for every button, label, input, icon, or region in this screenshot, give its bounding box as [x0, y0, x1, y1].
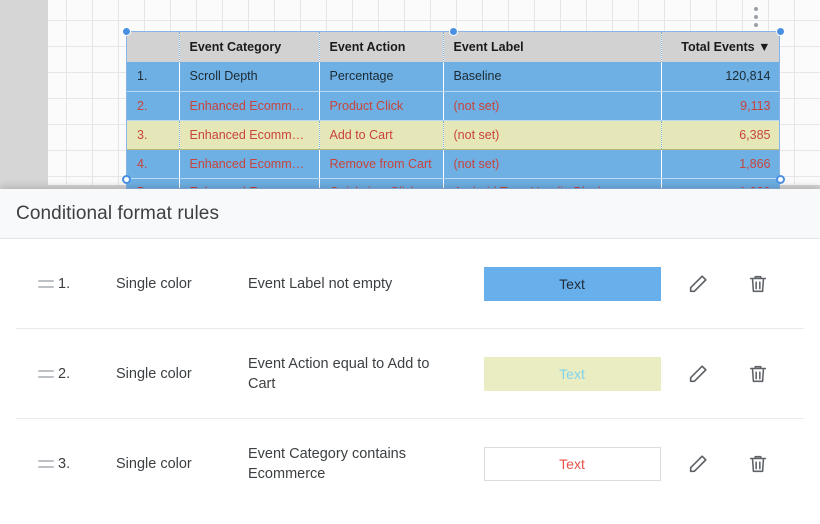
- table-header: Event Category Event Action Event Label …: [127, 32, 779, 62]
- column-header-event-label[interactable]: Event Label: [443, 32, 662, 62]
- pencil-icon[interactable]: [684, 450, 712, 478]
- column-header-event-action[interactable]: Event Action: [319, 32, 444, 62]
- rule-row[interactable]: 1. Single color Event Label not empty Te…: [16, 239, 804, 329]
- report-canvas: Event Category Event Action Event Label …: [0, 0, 820, 195]
- dialog-header: Conditional format rules: [0, 189, 820, 239]
- dot: [754, 23, 758, 27]
- cell-index: 2.: [127, 91, 179, 121]
- table-row[interactable]: 3. Enhanced Ecommerce Add to Cart (not s…: [127, 119, 779, 150]
- color-preview-swatch: Text: [483, 356, 661, 391]
- table-body: 1. Scroll Depth Percentage Baseline 120,…: [127, 62, 779, 188]
- drag-handle-icon[interactable]: [22, 279, 58, 288]
- rule-condition: Event Action equal to Add to Cart: [248, 355, 430, 392]
- cell-index: 5.: [127, 178, 179, 188]
- cell-event-category: Enhanced Ecommerce: [179, 91, 319, 121]
- resize-handle-top-left[interactable]: [122, 27, 131, 36]
- cell-total-events: 6,385: [661, 119, 779, 150]
- rule-type: Single color: [116, 456, 192, 472]
- drag-line: [38, 369, 54, 372]
- rule-preview: Text: [472, 266, 672, 301]
- rule-index: 2.: [58, 365, 71, 382]
- cell-event-action: Percentage: [319, 62, 443, 92]
- rule-condition: Event Label not empty: [248, 275, 393, 292]
- report-table: Event Category Event Action Event Label …: [127, 32, 779, 188]
- rules-list: 1. Single color Event Label not empty Te…: [0, 239, 820, 509]
- resize-handle-bottom-right[interactable]: [776, 175, 785, 184]
- cell-event-category: Enhanced Ecommerce: [179, 178, 319, 188]
- drag-line: [38, 466, 54, 468]
- cell-total-events: 120,814: [661, 62, 779, 92]
- cell-event-label: (not set): [443, 91, 661, 121]
- drag-line: [38, 285, 54, 288]
- color-preview-swatch: Text: [483, 447, 661, 481]
- cell-event-action: Add to Cart: [319, 119, 444, 150]
- resize-handle-top-center[interactable]: [449, 27, 458, 36]
- cell-event-label: (not set): [443, 149, 661, 179]
- rule-type: Single color: [116, 365, 192, 382]
- rule-actions: [672, 270, 798, 298]
- column-header-total-events[interactable]: Total Events ▼: [661, 32, 779, 62]
- table-row[interactable]: 2. Enhanced Ecommerce Product Click (not…: [127, 91, 779, 121]
- left-rail: [0, 0, 48, 195]
- table-row[interactable]: 4. Enhanced Ecommerce Remove from Cart (…: [127, 149, 779, 179]
- color-preview-swatch: Text: [483, 266, 661, 301]
- cell-event-category: Scroll Depth: [179, 62, 319, 92]
- trash-icon[interactable]: [744, 450, 772, 478]
- rule-index: 3.: [58, 456, 71, 472]
- cell-event-category: Enhanced Ecommerce: [179, 149, 319, 179]
- more-vertical-icon[interactable]: [749, 5, 763, 29]
- table-row[interactable]: 5. Enhanced Ecommerce Quickview Click An…: [127, 178, 779, 188]
- cell-total-events: 1,866: [661, 149, 779, 179]
- cell-index: 4.: [127, 149, 179, 179]
- rule-actions: [672, 450, 798, 478]
- trash-icon[interactable]: [744, 360, 772, 388]
- drag-line: [38, 375, 54, 378]
- rule-preview: Text: [472, 447, 672, 481]
- column-header-index[interactable]: [127, 32, 180, 62]
- cell-total-events: 9,113: [661, 91, 779, 121]
- drag-line: [38, 279, 54, 282]
- column-header-event-category[interactable]: Event Category: [179, 32, 320, 62]
- drag-line: [38, 460, 54, 462]
- cell-event-category: Enhanced Ecommerce: [179, 119, 320, 150]
- drag-handle-icon[interactable]: [22, 369, 58, 378]
- cell-event-label: Android Tape Hoodie Black: [443, 178, 661, 188]
- rule-preview: Text: [472, 356, 672, 391]
- cell-total-events: 1,220: [661, 178, 779, 188]
- resize-handle-top-right[interactable]: [776, 27, 785, 36]
- trash-icon[interactable]: [744, 270, 772, 298]
- dot: [754, 15, 758, 19]
- dot: [754, 7, 758, 11]
- rule-type: Single color: [116, 275, 192, 292]
- cell-event-action: Product Click: [319, 91, 443, 121]
- resize-handle-bottom-left[interactable]: [122, 175, 131, 184]
- cell-index: 1.: [127, 62, 179, 92]
- conditional-format-rules-dialog: Conditional format rules 1. Single color…: [0, 189, 820, 524]
- cell-event-action: Quickview Click: [319, 178, 443, 188]
- sort-descending-icon[interactable]: ▼: [758, 40, 771, 54]
- cell-event-label: (not set): [443, 119, 662, 150]
- table-header-row: Event Category Event Action Event Label …: [127, 32, 779, 62]
- dialog-title: Conditional format rules: [16, 202, 220, 224]
- cell-event-action: Remove from Cart: [319, 149, 443, 179]
- cell-event-label: Baseline: [443, 62, 661, 92]
- column-header-total-events-label: Total Events: [681, 40, 755, 54]
- rule-row[interactable]: 2. Single color Event Action equal to Ad…: [16, 329, 804, 419]
- rule-actions: [672, 360, 798, 388]
- rule-row[interactable]: 3. Single color Event Category contains …: [16, 419, 804, 509]
- rule-index: 1.: [58, 275, 71, 292]
- drag-handle-icon[interactable]: [22, 460, 58, 468]
- pencil-icon[interactable]: [684, 270, 712, 298]
- cell-index: 3.: [127, 119, 180, 150]
- rule-condition: Event Category contains Ecommerce: [248, 446, 406, 482]
- report-table-widget[interactable]: Event Category Event Action Event Label …: [126, 31, 780, 189]
- pencil-icon[interactable]: [684, 360, 712, 388]
- table-row[interactable]: 1. Scroll Depth Percentage Baseline 120,…: [127, 62, 779, 92]
